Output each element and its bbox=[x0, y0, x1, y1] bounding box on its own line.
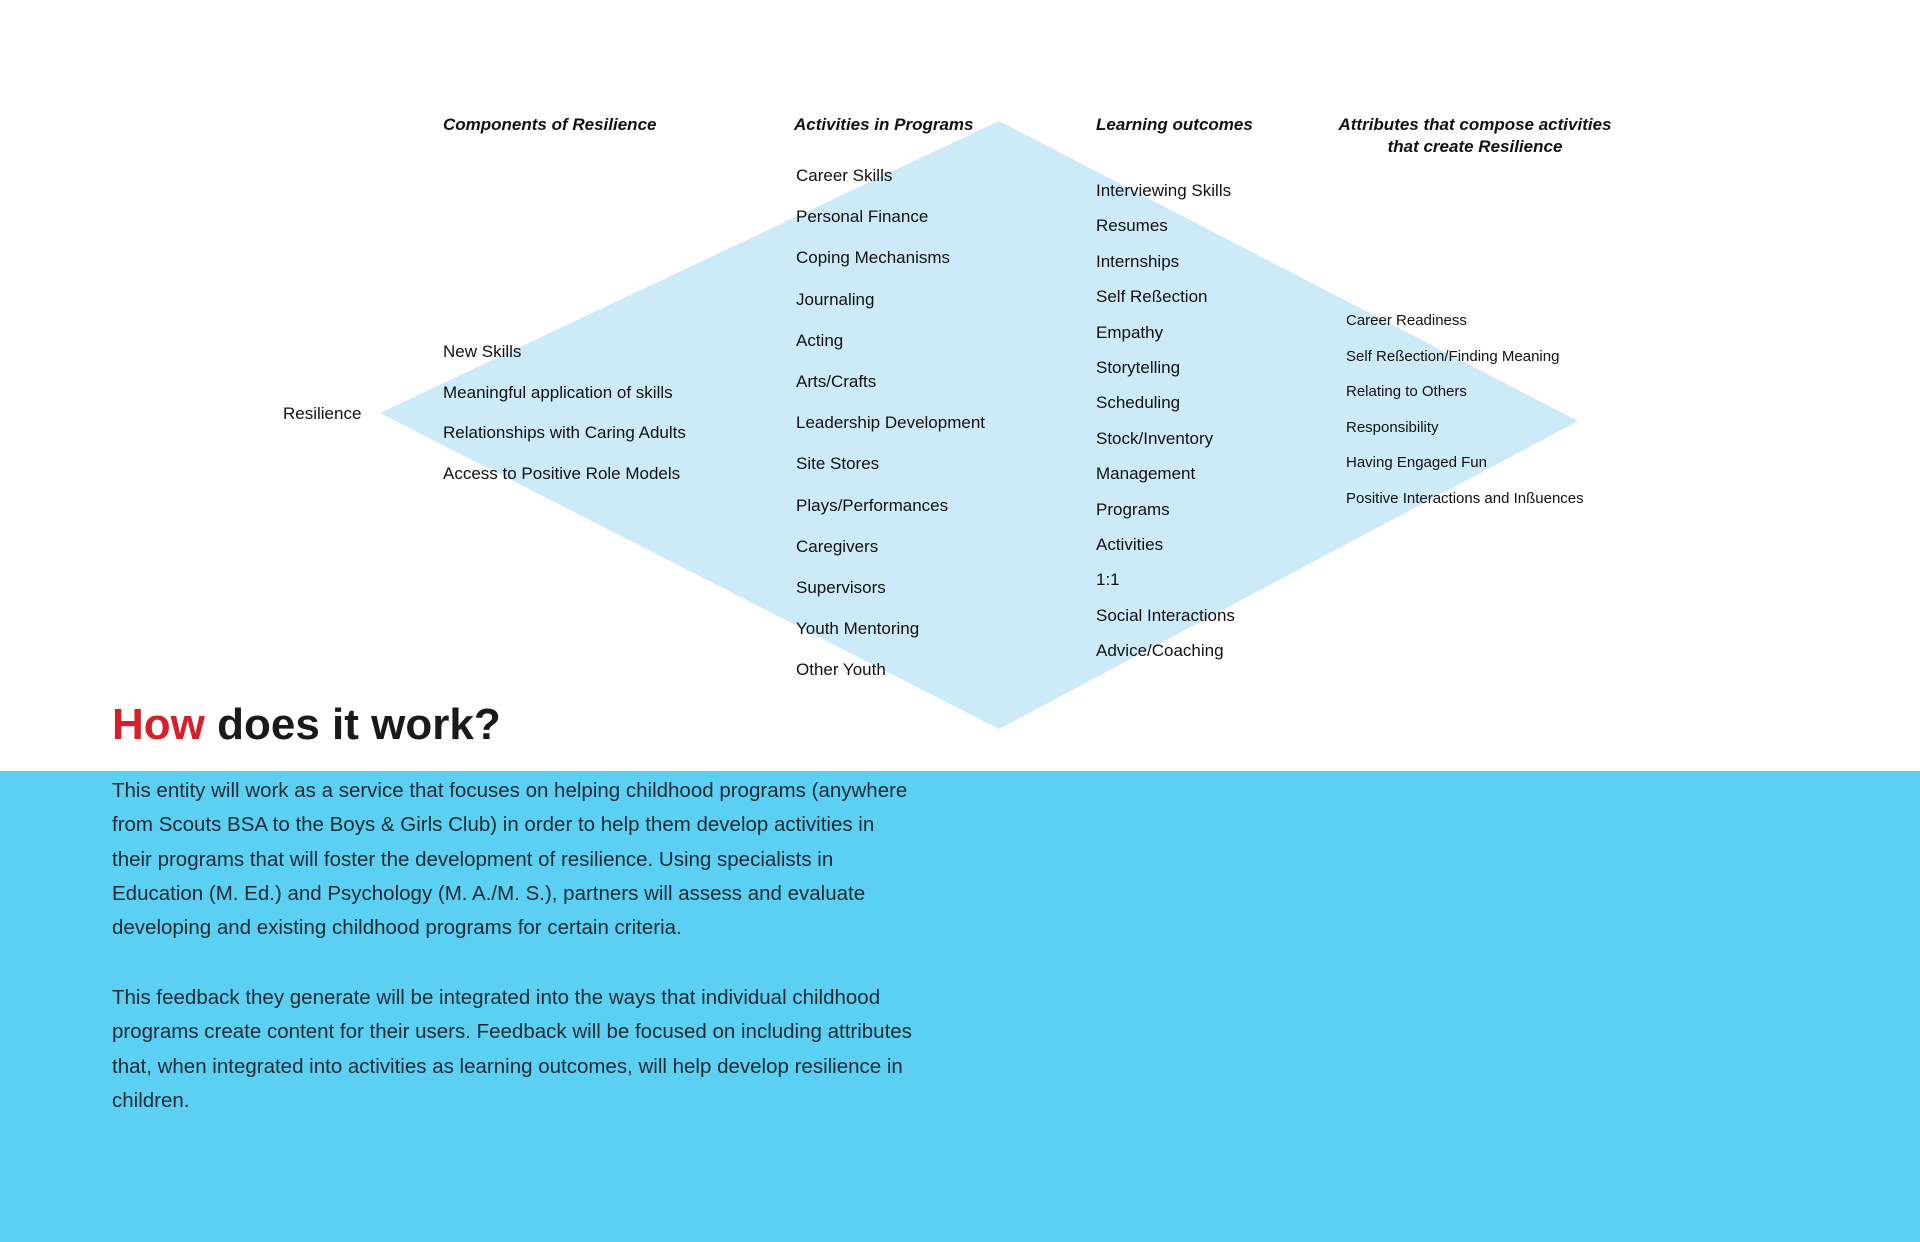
list-item: Self Reßection bbox=[1096, 287, 1208, 307]
list-item: Leadership Development bbox=[796, 413, 986, 433]
components-header: Components of Resilience bbox=[443, 115, 657, 134]
list-item: Supervisors bbox=[796, 577, 886, 597]
components-list: New Skills Meaningful application of ski… bbox=[443, 342, 686, 504]
list-item: Self Reßection/Finding Meaning bbox=[1346, 347, 1560, 365]
list-item: Resumes bbox=[1096, 216, 1168, 236]
description-paragraph-2: This feedback they generate will be inte… bbox=[112, 986, 912, 1112]
list-item: Activities bbox=[1096, 534, 1164, 554]
list-item: Career Readiness bbox=[1346, 312, 1467, 329]
list-item: Site Stores bbox=[796, 454, 880, 474]
attributes-header-line-2: that create Resilience bbox=[1387, 137, 1563, 156]
list-item: Other Youth bbox=[796, 660, 886, 680]
list-item: Plays/Performances bbox=[796, 495, 949, 515]
list-item: Storytelling bbox=[1096, 357, 1181, 377]
list-item: Scheduling bbox=[1096, 393, 1181, 413]
attributes-header: Attributes that compose activities that … bbox=[1275, 114, 1675, 158]
list-item: Programs bbox=[1096, 499, 1170, 519]
list-item: Journaling bbox=[796, 289, 875, 309]
description-paragraph-1: This entity will work as a service that … bbox=[112, 779, 908, 940]
blue-panel bbox=[0, 771, 1920, 1242]
heading-rest: does it work? bbox=[204, 700, 501, 749]
heading-accent-word: How bbox=[112, 700, 205, 749]
list-item: Acting bbox=[796, 330, 844, 350]
list-item: Personal Finance bbox=[796, 207, 929, 227]
outcomes-list: Interviewing Skills Resumes Internships … bbox=[1096, 181, 1235, 676]
attributes-header-line-1: Attributes that compose activities bbox=[1338, 115, 1612, 134]
list-item: Advice/Coaching bbox=[1096, 641, 1224, 661]
activities-list: Career Skills Personal Finance Coping Me… bbox=[796, 166, 985, 701]
list-item: Responsibility bbox=[1346, 418, 1439, 436]
list-item: Coping Mechanisms bbox=[796, 248, 951, 268]
list-item: Relating to Others bbox=[1346, 383, 1467, 401]
list-item: Access to Positive Role Models bbox=[443, 463, 681, 483]
list-item: 1:1 bbox=[1096, 570, 1120, 590]
section-heading: How does it work? bbox=[112, 695, 501, 755]
list-item: Internships bbox=[1096, 251, 1180, 271]
diamond-polygon bbox=[380, 121, 1578, 729]
list-item: Career Skills bbox=[796, 166, 893, 185]
attributes-list: Career Readiness Self Reßection/Finding … bbox=[1346, 312, 1584, 526]
diamond-shape bbox=[380, 121, 1578, 729]
list-item: Management bbox=[1096, 464, 1196, 484]
list-item: Youth Mentoring bbox=[796, 619, 920, 639]
activities-header: Activities in Programs bbox=[794, 115, 974, 134]
root-resilience-label: Resilience bbox=[283, 404, 362, 423]
list-item: Relationships with Caring Adults bbox=[443, 423, 686, 442]
list-item: Positive Interactions and Inßuences bbox=[1346, 489, 1584, 507]
list-item: Arts/Crafts bbox=[796, 371, 877, 391]
list-item: Stock/Inventory bbox=[1096, 428, 1214, 448]
list-item: Having Engaged Fun bbox=[1346, 454, 1487, 472]
list-item: New Skills bbox=[443, 342, 522, 361]
list-item: Social Interactions bbox=[1096, 605, 1235, 625]
list-item: Interviewing Skills bbox=[1096, 181, 1232, 200]
list-item: Empathy bbox=[1096, 322, 1164, 342]
list-item: Meaningful application of skills bbox=[443, 382, 673, 402]
list-item: Caregivers bbox=[796, 536, 879, 556]
outcomes-header: Learning outcomes bbox=[1096, 115, 1253, 134]
